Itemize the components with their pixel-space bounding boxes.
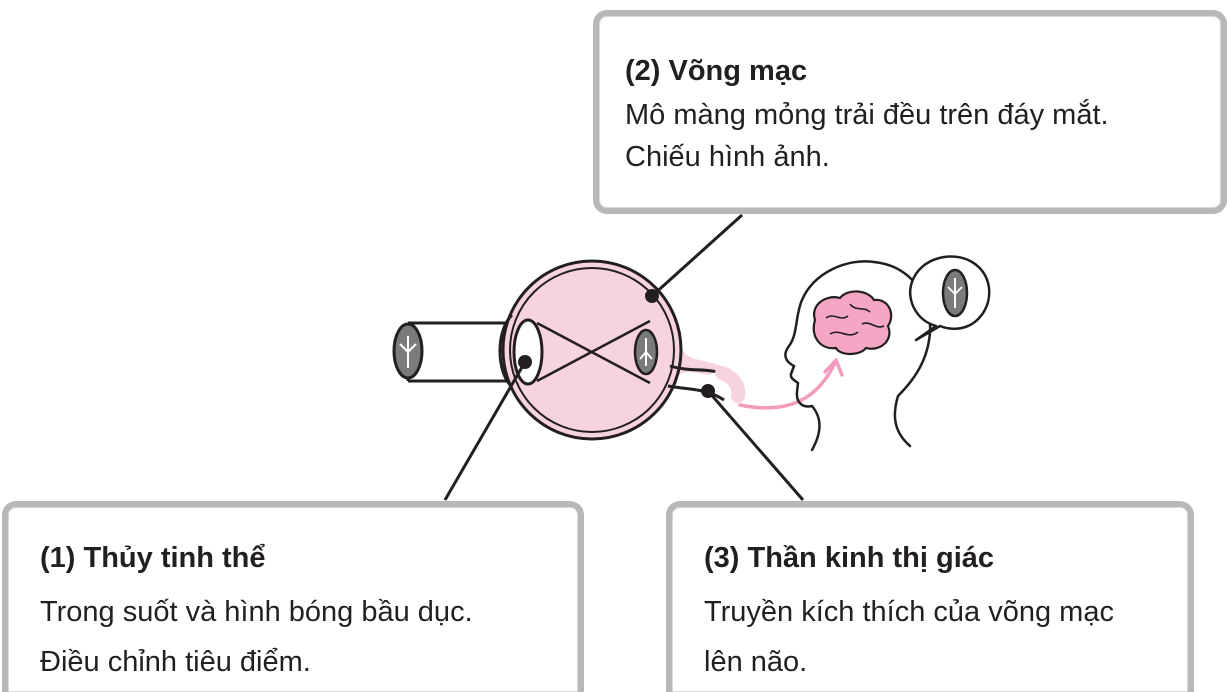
head-icon	[784, 260, 932, 452]
brain-icon	[812, 290, 893, 356]
object-leaf-group	[392, 321, 537, 383]
retina-description-line-1: Mô màng mỏng trải đều trên đáy mắt.	[625, 99, 1109, 131]
nerve-marker-dot	[701, 384, 715, 398]
retina-description-line-2: Chiếu hình ảnh.	[625, 141, 830, 173]
optic-nerve-description-line-1: Truyền kích thích của võng mạc	[704, 596, 1114, 628]
lens-title: (1) Thủy tinh thể	[40, 542, 266, 574]
optic-nerve-callout: (3) Thần kinh thị giác Truyền kích thích…	[666, 501, 1194, 692]
inverted-leaf-icon	[633, 328, 659, 376]
focus-rays	[536, 319, 651, 385]
retina-marker-dot	[645, 289, 659, 303]
lens-marker-dot	[518, 355, 532, 369]
lens-callout: (1) Thủy tinh thể Trong suốt và hình bón…	[2, 501, 584, 692]
eye-icon	[498, 259, 722, 441]
retina-callout: (2) Võng mạc Mô màng mỏng trải đều trên …	[593, 10, 1227, 214]
leader-lines	[443, 213, 805, 501]
optic-nerve-icon	[667, 364, 746, 403]
lens-description-line-1: Trong suốt và hình bóng bầu dục.	[40, 596, 473, 628]
arrow-icon	[738, 358, 844, 410]
lens-description-line-2: Điều chỉnh tiêu điểm.	[40, 646, 311, 678]
optic-nerve-description-line-2: lên não.	[704, 646, 808, 678]
optic-nerve-title: (3) Thần kinh thị giác	[704, 542, 995, 574]
thought-bubble-icon	[909, 255, 991, 342]
retina-title: (2) Võng mạc	[625, 55, 808, 87]
